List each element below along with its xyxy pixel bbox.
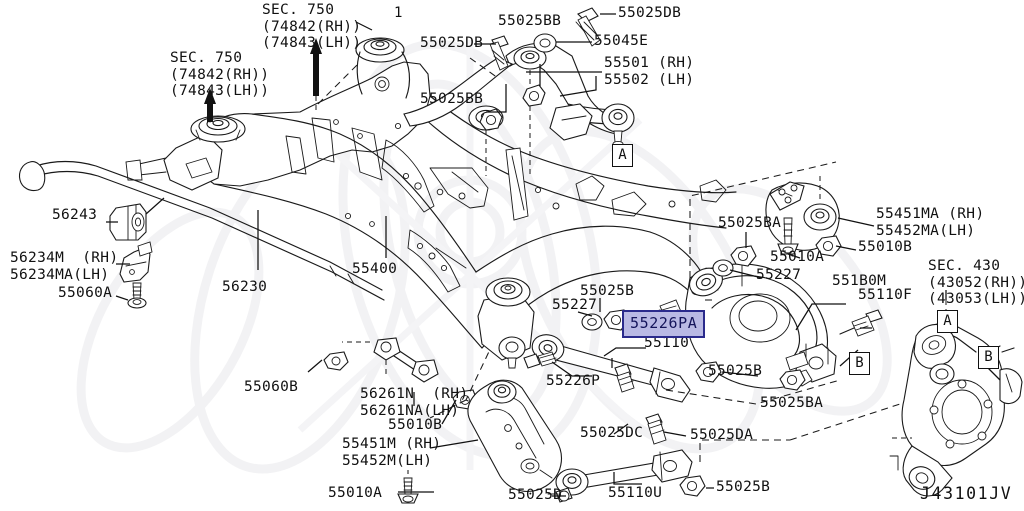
nut-55010b-right <box>815 235 842 257</box>
part-label-55010b-right[interactable]: 55010B <box>858 239 913 255</box>
part-label-55501-55502[interactable]: 55501 (RH) 55502 (LH) <box>604 55 695 88</box>
bolt-55025db-top <box>575 7 601 47</box>
part-label-55025dc[interactable]: 55025DC <box>580 425 644 441</box>
callout-box-a-upper[interactable]: A <box>612 144 633 167</box>
part-label-55025b-center[interactable]: 55025B <box>580 283 635 299</box>
leader-lines <box>106 13 1001 497</box>
part-label-55400[interactable]: 55400 <box>352 261 398 277</box>
part-label-55227-right[interactable]: 55227 <box>756 267 802 283</box>
part-label-56230[interactable]: 56230 <box>222 279 268 295</box>
part-label-55025d[interactable]: 55025D <box>508 487 563 503</box>
part-label-55025db-top[interactable]: 55025DB <box>618 5 682 21</box>
highlighted-part-number[interactable]: 55226PA <box>622 310 706 338</box>
subframe-left-mount <box>477 277 535 369</box>
part-label-55025da[interactable]: 55025DA <box>690 427 754 443</box>
part-label-55110[interactable]: 55110 <box>644 335 690 351</box>
subframe-55400 <box>125 61 737 349</box>
part-label-55010a-bottom[interactable]: 55010A <box>328 485 383 501</box>
part-label-55010b-lower[interactable]: 55010B <box>388 417 443 433</box>
part-label-55227-center[interactable]: 55227 <box>552 297 598 313</box>
arrow-sec750-left <box>204 88 216 123</box>
part-label-55451ma-55452ma[interactable]: 55451MA (RH) 55452MA(LH) <box>876 206 985 239</box>
stabilizer-bracket-56234m <box>119 241 153 283</box>
leader-dash-sec750 <box>317 61 361 105</box>
part-label-55110u[interactable]: 55110U <box>608 485 663 501</box>
dash-mid-right <box>665 379 841 405</box>
stabilizer-bushing-56243 <box>109 203 147 241</box>
dash-box-upper-right <box>689 161 837 278</box>
index-marker-1: 1 <box>394 5 403 21</box>
part-label-55060a[interactable]: 55060A <box>58 285 113 301</box>
part-label-55110f[interactable]: 55110F <box>858 287 913 303</box>
part-label-55025b-bottom[interactable]: 55025B <box>716 479 771 495</box>
bolt-55060a <box>127 282 147 309</box>
part-label-55025ba-upper[interactable]: 55025BA <box>718 215 782 231</box>
part-label-55025b-right[interactable]: 55025B <box>708 363 763 379</box>
callout-box-b-lower-arm[interactable]: B <box>849 352 870 375</box>
bolt-55110f <box>839 309 883 337</box>
nut-55025bb-mid <box>522 84 546 107</box>
subframe-bushing-top <box>355 37 411 99</box>
nut-55025bb-top <box>479 108 503 131</box>
washer-55227-right <box>712 259 734 277</box>
part-label-551b0m[interactable]: 551B0M <box>832 273 887 289</box>
sec-430-ref: SEC. 430 (43052(RH)) (43053(LH)) <box>928 258 1024 307</box>
part-label-55010a-right[interactable]: 55010A <box>770 249 825 265</box>
bolt-55010a-right <box>777 217 799 255</box>
bolt-55025db-left <box>469 35 509 79</box>
toe-link-55110 <box>523 299 806 403</box>
part-label-56243[interactable]: 56243 <box>52 207 98 223</box>
nut-55025ba-upper <box>730 245 757 267</box>
subframe-bushing-left <box>190 115 246 143</box>
part-label-55025ba-lower[interactable]: 55025BA <box>760 395 824 411</box>
rear-link-55110u <box>547 413 706 503</box>
part-label-55226p[interactable]: 55226P <box>546 373 601 389</box>
part-label-55025db-left[interactable]: 55025DB <box>420 35 484 51</box>
part-label-55060b[interactable]: 55060B <box>244 379 299 395</box>
part-label-55025bb-mid[interactable]: 55025BB <box>420 91 484 107</box>
part-label-55025bb-top[interactable]: 55025BB <box>498 13 562 29</box>
stabilizer-bar-56230 <box>18 160 385 301</box>
rear-arm-55451m <box>467 379 562 492</box>
bolt-55010a-bottom <box>397 470 419 504</box>
rear-lower-arm-551b0m <box>685 261 837 389</box>
part-label-56261n[interactable]: 56261N (RH) 56261NA(LH) <box>360 386 469 419</box>
part-label-55451m-55452m[interactable]: 55451M (RH) 55452M(LH) <box>342 436 442 469</box>
callout-box-b-knuckle[interactable]: B <box>978 346 999 369</box>
sec-750-left-ref: SEC. 750 (74842(RH)) (74843(LH)) <box>170 50 270 99</box>
dash-lower-left2 <box>429 399 467 419</box>
diagram-id: J43101JV <box>920 484 1013 503</box>
part-label-56234m[interactable]: 56234M (RH) 56234MA(LH) <box>10 250 119 283</box>
callout-box-a-knuckle[interactable]: A <box>937 310 958 333</box>
part-label-55045e[interactable]: 55045E <box>594 33 649 49</box>
washer-55045e <box>533 33 557 53</box>
arrow-sec750-top <box>310 38 322 110</box>
dash-bottom-right2 <box>789 403 901 441</box>
sec-750-top-ref: SEC. 750 (74842(RH)) (74843(LH)) <box>262 2 362 51</box>
